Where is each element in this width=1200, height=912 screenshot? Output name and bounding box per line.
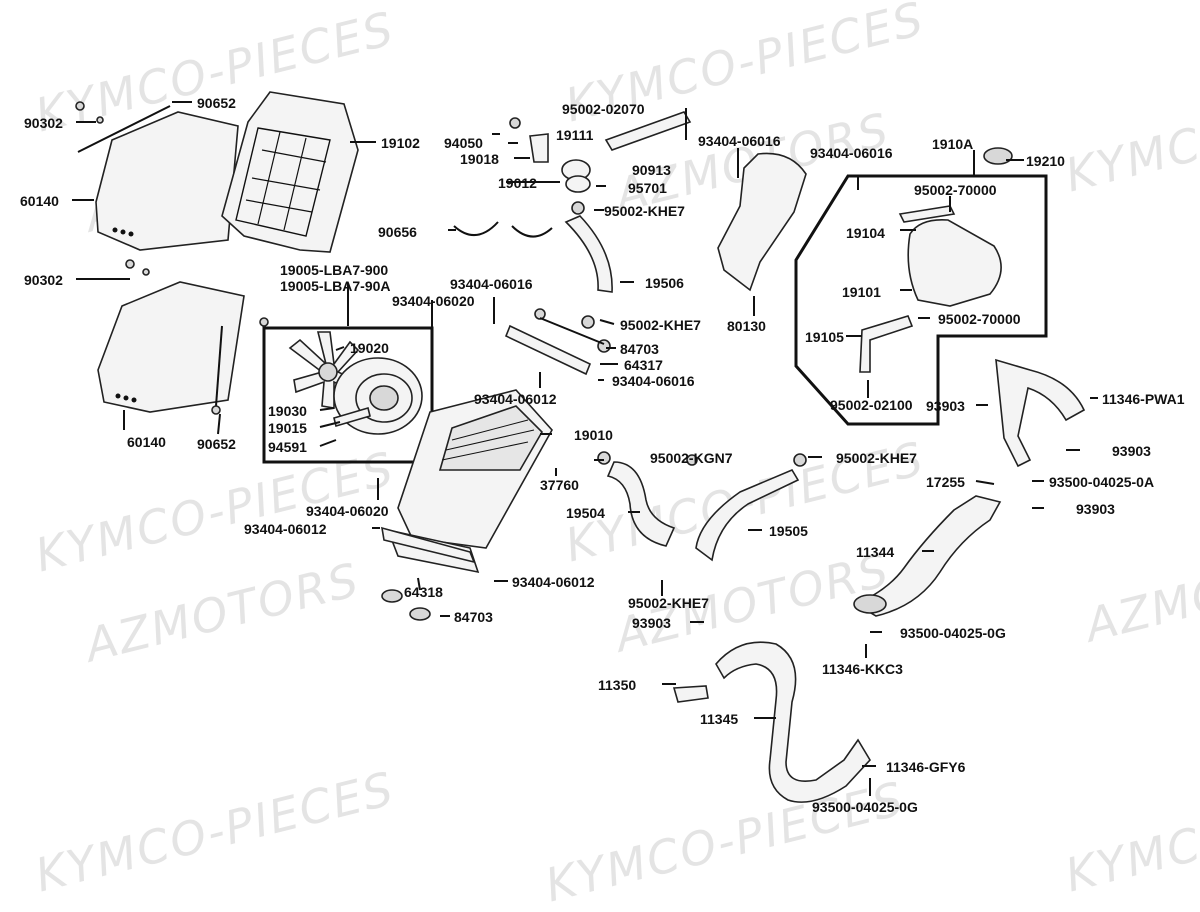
part-label[interactable]: 95002-70000 (938, 311, 1021, 327)
part-label[interactable]: 93404-06016 (612, 373, 695, 389)
part-label[interactable]: 19504 (566, 505, 605, 521)
reservoir-tank (907, 218, 1002, 307)
part-label[interactable]: 93404-06012 (512, 574, 595, 590)
part-label[interactable]: 19102 (381, 135, 420, 151)
part-label[interactable]: 11346-KKC3 (822, 661, 903, 677)
part-label[interactable]: 95002-KHE7 (620, 317, 701, 333)
part-label[interactable]: 19104 (846, 225, 885, 241)
part-label[interactable]: 11345 (700, 711, 739, 727)
part-label[interactable]: 93903 (1076, 501, 1115, 517)
part-label[interactable]: 1910A (932, 136, 974, 152)
hose-19505 (695, 468, 800, 562)
part-label[interactable]: 84703 (454, 609, 493, 625)
part-label[interactable]: 11346-GFY6 (886, 759, 966, 775)
reservoir-cap (983, 147, 1013, 165)
hose-11344 (854, 495, 1002, 617)
part-label[interactable]: 95002-70000 (914, 182, 997, 198)
hose-19504 (606, 461, 676, 547)
radiator-shroud (221, 91, 359, 253)
part-label[interactable]: 93404-06020 (306, 503, 389, 519)
part-label[interactable]: 19015 (268, 420, 307, 436)
part-label[interactable]: 19506 (645, 275, 684, 291)
part-label[interactable]: 90302 (24, 272, 63, 288)
part-label[interactable]: 19005-LBA7-90A (280, 278, 391, 294)
part-label[interactable]: 37760 (540, 477, 579, 493)
hose-11346-pwa1 (995, 358, 1086, 468)
bracket-64317 (504, 324, 592, 376)
part-label[interactable]: 93500-04025-0G (900, 625, 1006, 641)
hose-11345 (715, 641, 871, 803)
part-label[interactable]: 80130 (727, 318, 766, 334)
part-label[interactable]: 19030 (268, 403, 307, 419)
part-label[interactable]: 19105 (805, 329, 844, 345)
reservoir-group-box (794, 174, 1048, 426)
part-label[interactable]: 93500-04025-0G (812, 799, 918, 815)
part-label[interactable]: 19018 (460, 151, 499, 167)
part-label[interactable]: 11346-PWA1 (1102, 391, 1185, 407)
part-label[interactable]: 19111 (556, 127, 594, 143)
part-label[interactable]: 64317 (624, 357, 663, 373)
part-label[interactable]: 90913 (632, 162, 671, 178)
part-label[interactable]: 64318 (404, 584, 443, 600)
part-label[interactable]: 19012 (498, 175, 537, 191)
part-label[interactable]: 95002-KHE7 (628, 595, 709, 611)
part-label[interactable]: 93903 (1112, 443, 1151, 459)
part-label[interactable]: 60140 (127, 434, 166, 450)
part-label[interactable]: 93500-04025-0A (1049, 474, 1155, 490)
part-label[interactable]: 90656 (378, 224, 417, 240)
part-label[interactable]: 90652 (197, 95, 236, 111)
part-label[interactable]: 17255 (926, 474, 965, 490)
part-label[interactable]: 19210 (1026, 153, 1065, 169)
part-label[interactable]: 93404-06016 (698, 133, 781, 149)
part-label[interactable]: 95002-02070 (562, 101, 645, 117)
shield-panel-lower (97, 281, 245, 413)
part-label[interactable]: 95002-KHE7 (604, 203, 685, 219)
part-label[interactable]: 93404-06020 (392, 293, 475, 309)
part-label[interactable]: 94591 (268, 439, 307, 455)
part-label[interactable]: 93903 (632, 615, 671, 631)
part-label[interactable]: 93404-06016 (450, 276, 533, 292)
part-label[interactable]: 19101 (842, 284, 881, 300)
bracket-64318 (381, 526, 476, 564)
part-label[interactable]: 93404-06016 (810, 145, 893, 161)
part-label[interactable]: 11344 (856, 544, 895, 560)
part-label[interactable]: 94050 (444, 135, 483, 151)
part-label[interactable]: 19505 (769, 523, 808, 539)
part-label[interactable]: 95701 (628, 180, 667, 196)
part-label[interactable]: 95002-02100 (830, 397, 913, 413)
pipe-90913 (604, 111, 692, 151)
part-label[interactable]: 19005-LBA7-900 (280, 262, 389, 278)
rod-90652-a (77, 105, 171, 153)
part-label[interactable]: 90652 (197, 436, 236, 452)
part-label[interactable]: 84703 (620, 341, 659, 357)
cover-80130 (717, 152, 807, 292)
part-label[interactable]: 93903 (926, 398, 965, 414)
hose-19506 (564, 215, 613, 293)
part-label[interactable]: 95002-KHE7 (836, 450, 917, 466)
part-label[interactable]: 19010 (574, 427, 613, 443)
part-label[interactable]: 11350 (598, 677, 637, 693)
part-label[interactable]: 19020 (350, 340, 389, 356)
part-label[interactable]: 93404-06012 (474, 391, 557, 407)
part-label[interactable]: 95002-KGN7 (650, 450, 733, 466)
part-label[interactable]: 60140 (20, 193, 59, 209)
part-label[interactable]: 93404-06012 (244, 521, 327, 537)
part-label[interactable]: 90302 (24, 115, 63, 131)
